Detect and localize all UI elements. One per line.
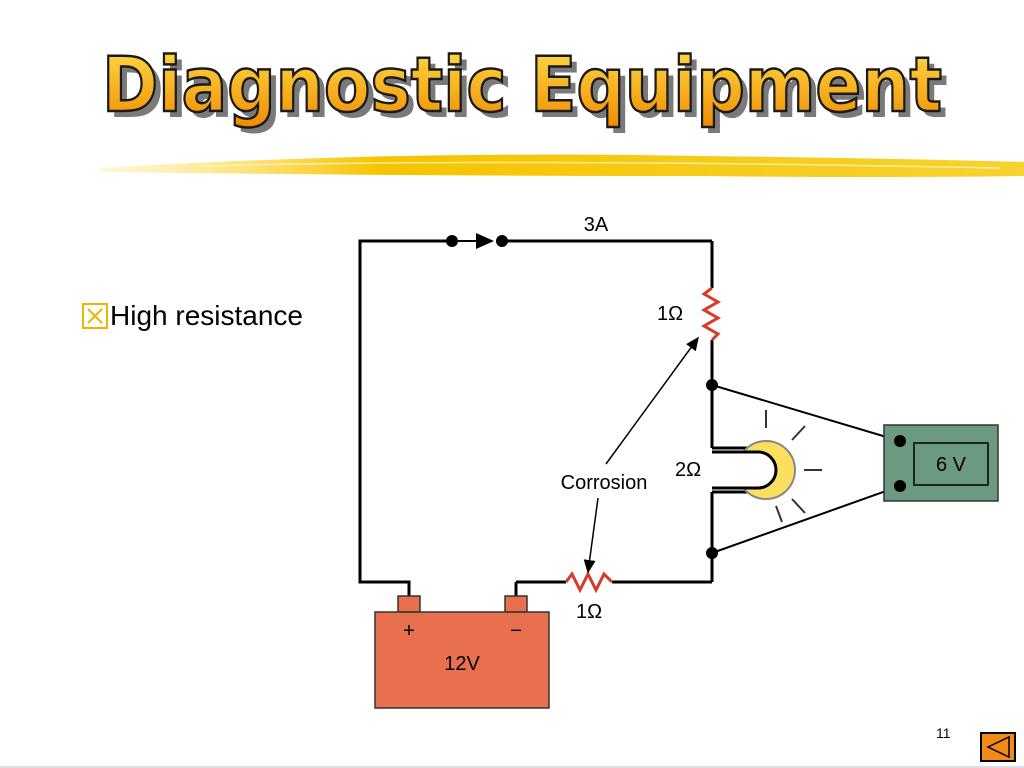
- lamp-bulb: [712, 410, 822, 523]
- corrosion-label: Corrosion: [561, 472, 648, 494]
- page-number: 11: [936, 725, 951, 741]
- checkbox-bullet-icon: [82, 303, 108, 329]
- voltmeter: [883, 424, 999, 502]
- title-text: Diagnostic Equipment: [102, 40, 942, 129]
- battery: [374, 595, 550, 709]
- circuit-wires: [358, 239, 764, 598]
- resistor-bottom-label: 1Ω: [576, 601, 602, 623]
- battery-voltage-label: 12V: [444, 653, 480, 675]
- title-underline-swoosh: [100, 154, 1024, 177]
- title-shadow: Diagnostic Equipment: [108, 46, 948, 135]
- bullet-text: High resistance: [110, 300, 303, 331]
- current-label: 3A: [584, 214, 609, 236]
- battery-minus-label: −: [510, 620, 522, 642]
- left-triangle-icon: [986, 735, 1010, 759]
- voltmeter-reading: 6 V: [936, 454, 967, 476]
- bullet-item: High resistance: [82, 300, 303, 332]
- resistor-top-label: 1Ω: [657, 303, 683, 325]
- corrosion-arrow-top: [605, 336, 699, 465]
- resistor-bottom: [564, 570, 614, 594]
- previous-slide-button[interactable]: [980, 732, 1016, 762]
- switch: [446, 233, 508, 249]
- corrosion-arrow-bottom: [583, 497, 599, 574]
- resistor-top: [700, 286, 722, 342]
- battery-plus-label: +: [403, 620, 415, 642]
- slide-title: Diagnostic Equipment Diagnostic Equipmen…: [100, 39, 1024, 177]
- footer-divider: [0, 766, 1024, 768]
- voltmeter-leads: [711, 384, 901, 554]
- lamp-resistance-label: 2Ω: [675, 459, 701, 481]
